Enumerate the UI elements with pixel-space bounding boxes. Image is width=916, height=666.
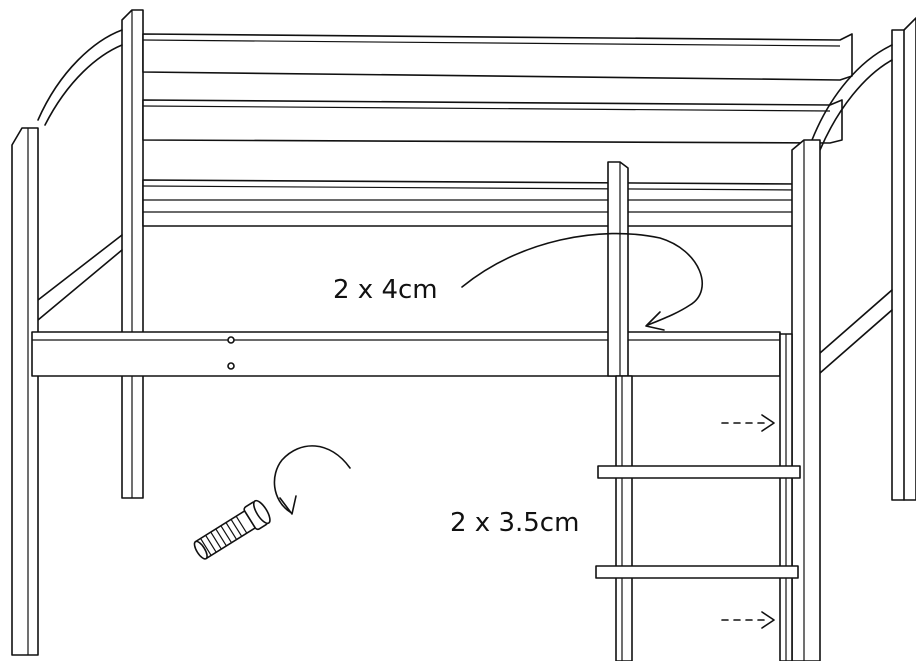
rail-hole-top [227, 336, 235, 344]
ladder-rung-upper [597, 465, 801, 479]
right-arch-outer [811, 44, 893, 141]
screw-icon [193, 499, 271, 560]
dashed-arrow-icon [721, 414, 775, 432]
right-headboard [791, 17, 916, 662]
left-arch-outer [37, 29, 123, 121]
right-arch-inner [819, 59, 893, 151]
rotate-arrow-icon [461, 232, 703, 331]
screw-label-3-5cm: 2 x 3.5cm [450, 508, 579, 538]
front-rail [31, 331, 781, 377]
front-rail-beam [31, 331, 781, 377]
dashed-arrow-icon [721, 611, 775, 629]
rotate-arrow-icon [273, 445, 351, 515]
left-front-post [11, 127, 39, 656]
ladder-upright-left-lower [615, 375, 633, 662]
rail-hole-bottom [227, 362, 235, 370]
left-arch-inner [44, 44, 123, 126]
ladder [595, 161, 801, 662]
right-front-post [791, 139, 821, 662]
ladder-rung-lower [595, 565, 799, 579]
screw-label-4cm: 2 x 4cm [333, 275, 438, 305]
back-rails [142, 33, 853, 227]
ladder-upright-left-upper [607, 161, 629, 377]
